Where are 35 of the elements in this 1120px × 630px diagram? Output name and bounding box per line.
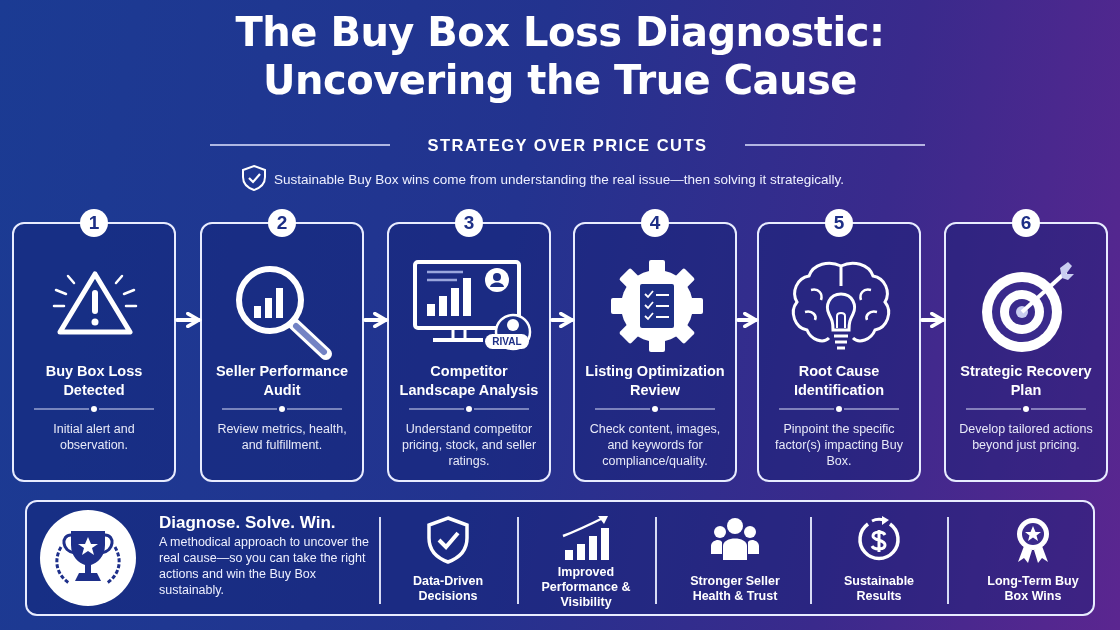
arrow: [920, 311, 945, 329]
step-number: 4: [641, 209, 669, 237]
step-number: 1: [80, 209, 108, 237]
step-title: Listing Optimization Review: [584, 362, 726, 400]
step-description: Review metrics, health, and fulfillment.: [216, 421, 348, 453]
title: The Buy Box Loss Diagnostic: Uncovering the True Cause: [234, 8, 886, 104]
step-number: 5: [825, 209, 853, 237]
summary-panel: [25, 500, 1095, 616]
step-description: Understand competitor pricing, stock, and seller ratings.: [400, 421, 538, 469]
tagline: Sustainable Buy Box wins come from understanding the real issue—then solving it strategically.: [274, 171, 846, 188]
step-number: 2: [268, 209, 296, 237]
arrow: [550, 311, 574, 329]
benefit-label: Sustainable Results: [842, 574, 916, 604]
summary-text: A methodical approach to uncover the real cause—so you can take the right actions and win the Buy Box sustainably.: [159, 534, 370, 598]
step-description: Initial alert and observation.: [52, 421, 136, 453]
arrow: [736, 311, 758, 329]
step-title: Root Cause Identification: [792, 362, 886, 400]
subtitle: STRATEGY OVER PRICE CUTS: [426, 135, 709, 155]
benefit-label: Long-Term Buy Box Wins: [986, 574, 1080, 604]
step-title: Strategic Recovery Plan: [959, 362, 1093, 400]
benefit-label: Stronger Seller Health & Trust: [689, 574, 781, 604]
arrow: [175, 311, 201, 329]
step-title: Competitor Landscape Analysis: [398, 362, 540, 400]
arrow: [363, 311, 388, 329]
step-description: Check content, images, and keywords for compliance/quality.: [588, 421, 722, 469]
step-title: Buy Box Loss Detected: [44, 362, 144, 400]
rival-tag: RIVAL: [485, 334, 529, 349]
step-title: Seller Performance Audit: [214, 362, 350, 400]
benefit-label: Improved Performance & Visibility: [540, 565, 632, 610]
step-description: Pinpoint the specific factor(s) impacting Buy Box.: [774, 421, 904, 469]
step-number: 6: [1012, 209, 1040, 237]
step-description: Develop tailored actions beyond just pricing.: [958, 421, 1094, 453]
step-number: 3: [455, 209, 483, 237]
summary-heading: Diagnose. Solve. Win.: [159, 512, 336, 533]
benefit-label: Data-Driven Decisions: [411, 574, 485, 604]
